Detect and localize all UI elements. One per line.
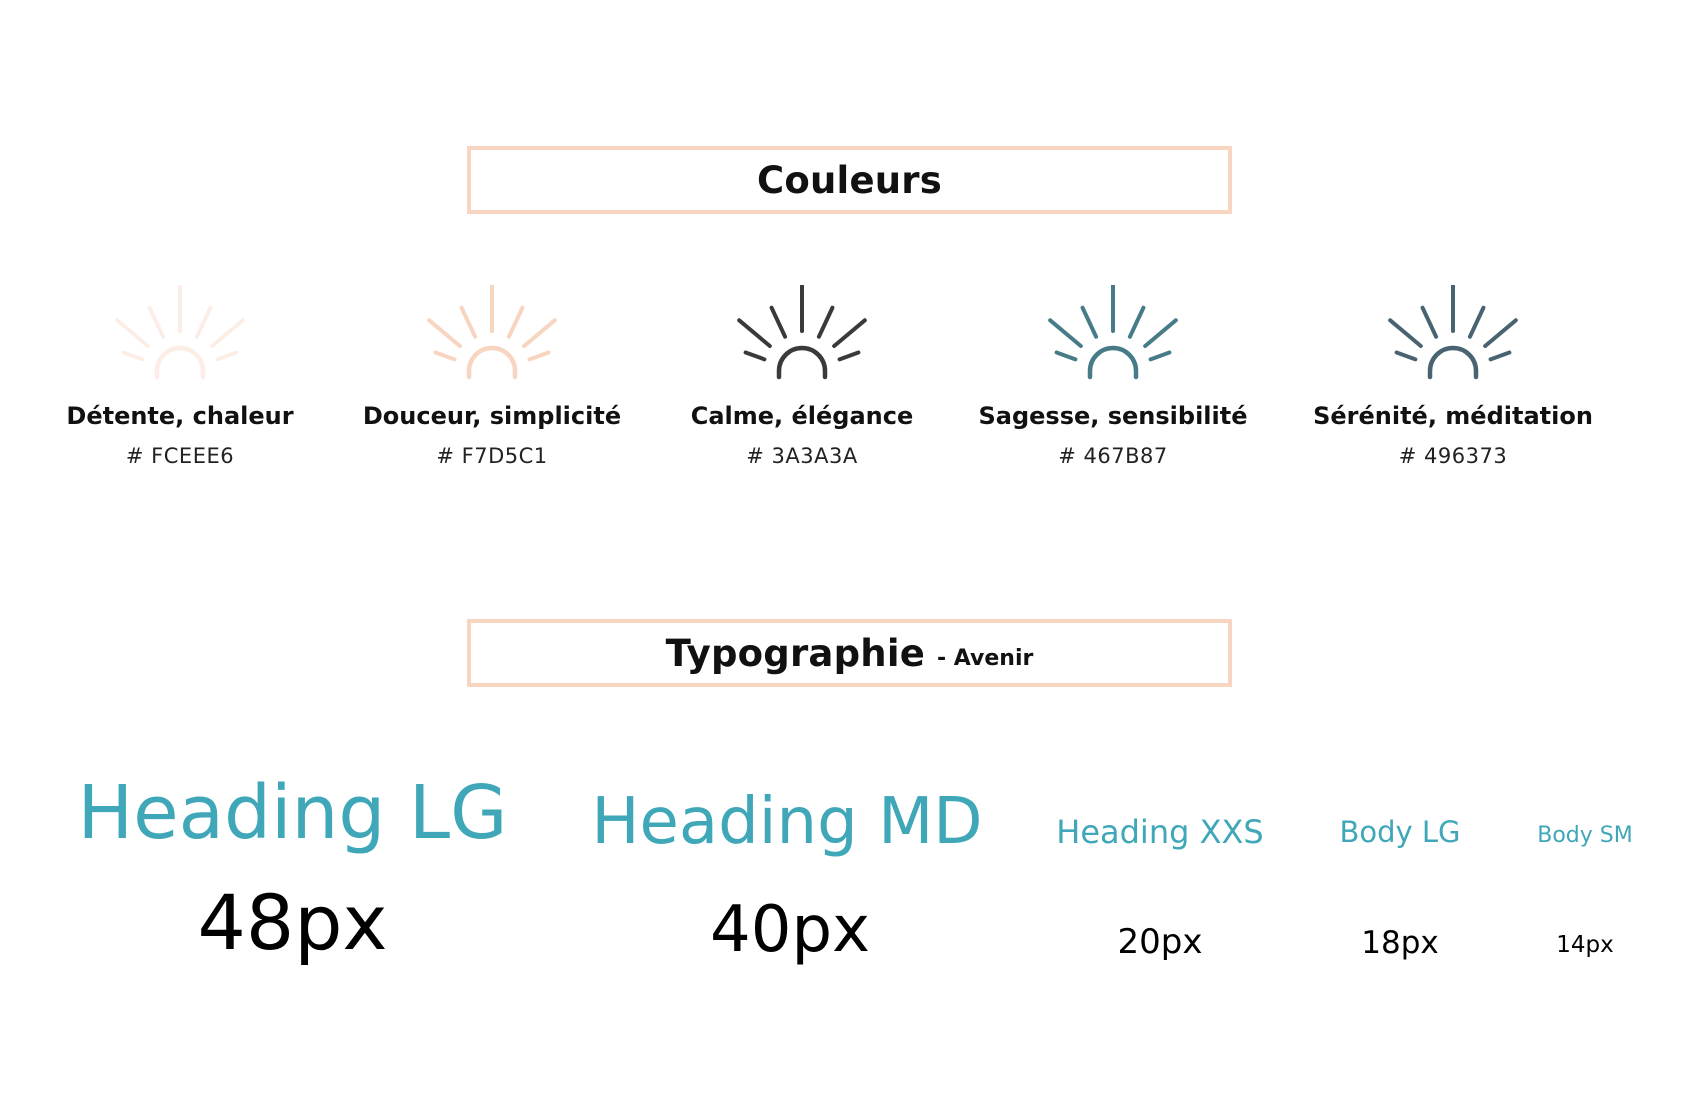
sun-ray [737, 318, 772, 349]
color-hex: # 467B87 [1058, 444, 1168, 468]
type-sample-heading-xxs: Heading XXS [1050, 810, 1270, 854]
sun-ray [1394, 350, 1418, 362]
color-swatch-3a3a3a: Calme, élégance # 3A3A3A [642, 285, 962, 468]
sun-ray [832, 318, 867, 349]
color-swatch-fceee6: Détente, chaleur # FCEEE6 [20, 285, 340, 468]
sun-ray [1054, 350, 1078, 362]
sun-ray [1080, 305, 1099, 339]
color-swatch-467b87: Sagesse, sensibilité # 467B87 [953, 285, 1273, 468]
sun-ray [816, 305, 835, 339]
color-name: Calme, élégance [690, 402, 914, 430]
sun-ray [527, 350, 551, 362]
sun-ray [1148, 350, 1172, 362]
sun-ray [1420, 305, 1439, 339]
type-sample-text: Heading MD [591, 785, 983, 859]
type-sample-text: Heading XXS [1056, 813, 1264, 851]
sun-ray [433, 350, 457, 362]
colors-section-title: Couleurs [757, 158, 942, 202]
color-name: Sérénité, méditation [1313, 402, 1593, 430]
sun-ray [194, 305, 213, 339]
sun-ray [769, 305, 788, 339]
sun-arc [1427, 345, 1479, 380]
typography-section-title: Typographie [665, 631, 926, 675]
sun-ray [1388, 318, 1423, 349]
color-hex: # FCEEE6 [125, 444, 235, 468]
sun-ray [1127, 305, 1146, 339]
sun-ray [215, 350, 239, 362]
sunrise-icon [427, 285, 557, 380]
sun-ray [522, 318, 557, 349]
sun-ray [121, 350, 145, 362]
color-name: Détente, chaleur [66, 402, 294, 430]
sun-arc [154, 345, 206, 380]
sun-ray [506, 305, 525, 339]
typography-section-header: Typographie - Avenir [467, 619, 1232, 687]
sunrise-icon [115, 285, 245, 380]
sun-ray [1467, 305, 1486, 339]
colors-section-header: Couleurs [467, 146, 1232, 214]
sun-ray [115, 318, 150, 349]
sun-ray [147, 305, 166, 339]
sun-ray [1143, 318, 1178, 349]
type-sample-text: Body SM [1537, 823, 1633, 848]
color-hex: # 3A3A3A [746, 444, 858, 468]
typography-font-name: - Avenir [937, 646, 1034, 671]
type-sample-text: Heading LG [77, 770, 508, 856]
type-size-label: 20px [1117, 922, 1203, 962]
color-name: Douceur, simplicité [362, 402, 622, 430]
color-hex: # F7D5C1 [436, 444, 548, 468]
sun-ray [210, 318, 245, 349]
sun-ray [837, 350, 861, 362]
sunrise-icon [1388, 285, 1518, 380]
sun-ray [1483, 318, 1518, 349]
type-sample-heading-lg: Heading LG [70, 768, 515, 858]
type-sample-text: Body LG [1339, 815, 1461, 849]
sun-ray [427, 318, 462, 349]
sun-ray [459, 305, 478, 339]
type-sample-heading-md: Heading MD [582, 783, 992, 861]
type-size-label: 14px [1556, 932, 1614, 958]
type-size-label: 40px [710, 893, 870, 967]
type-size-label: 18px [1361, 925, 1439, 961]
sun-arc [776, 345, 828, 380]
sun-ray [743, 350, 767, 362]
sun-ray [1488, 350, 1512, 362]
sun-arc [466, 345, 518, 380]
sunrise-icon [737, 285, 867, 380]
color-swatch-f7d5c1: Douceur, simplicité # F7D5C1 [332, 285, 652, 468]
type-sample-body-lg: Body LG [1325, 812, 1475, 852]
sun-arc [1087, 345, 1139, 380]
type-size-label: 48px [197, 878, 388, 967]
sun-ray [1048, 318, 1083, 349]
type-sample-body-sm: Body SM [1525, 820, 1645, 852]
color-name: Sagesse, sensibilité [978, 402, 1248, 430]
sunrise-icon [1048, 285, 1178, 380]
color-swatch-496373: Sérénité, méditation # 496373 [1293, 285, 1613, 468]
color-hex: # 496373 [1398, 444, 1508, 468]
